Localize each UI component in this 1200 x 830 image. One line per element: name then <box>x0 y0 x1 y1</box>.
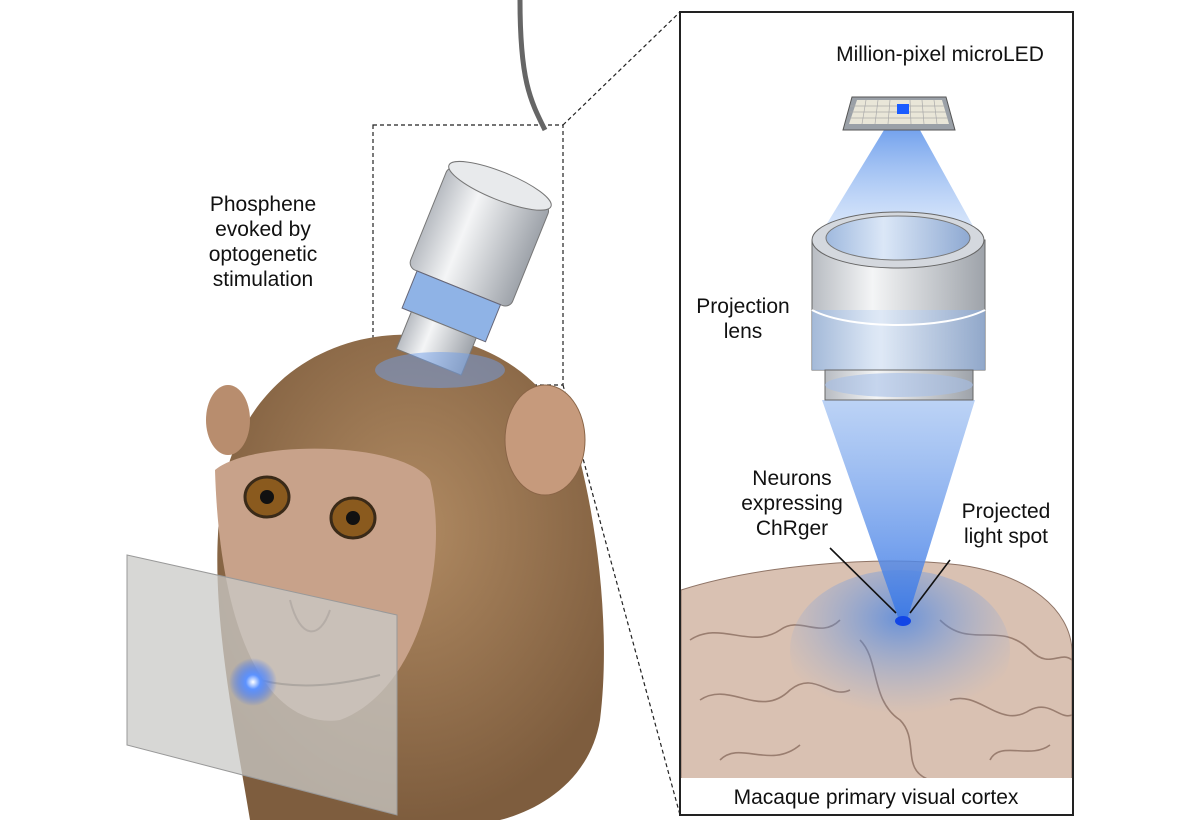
label-line: ChRger <box>755 517 829 540</box>
projected-light-spot <box>895 616 911 626</box>
microled-chip <box>842 96 956 131</box>
light-beam-upper <box>820 112 978 235</box>
cortex-illustration <box>681 560 1072 778</box>
label-line: expressing <box>741 492 843 515</box>
caption-bar <box>681 778 1072 814</box>
phosphene-spot <box>229 658 277 706</box>
phosphene-label: Phosphene evoked by optogenetic stimulat… <box>175 192 351 292</box>
label-line: optogenetic <box>208 243 318 266</box>
label-line: Phosphene <box>209 193 317 216</box>
label-line: stimulation <box>212 268 314 291</box>
label-line: evoked by <box>215 218 311 241</box>
optical-implant-device <box>375 0 552 388</box>
label-line: Projected <box>961 500 1051 523</box>
microled-label: Million-pixel microLED <box>836 43 1044 66</box>
projection-lens-label: Projection lens <box>683 294 803 344</box>
projection-lens <box>811 211 986 401</box>
label-line: Neurons <box>752 467 832 490</box>
panel-caption: Macaque primary visual cortex <box>733 786 1019 809</box>
zoom-indicator <box>372 11 681 816</box>
label-line: Projection <box>696 295 790 318</box>
light-spot-label: Projected light spot <box>946 499 1066 549</box>
light-beam-lower <box>822 400 975 620</box>
label-line: lens <box>723 320 763 343</box>
neurons-pointer <box>829 547 897 614</box>
label-line: light spot <box>963 525 1049 548</box>
spot-pointer <box>909 559 951 614</box>
display-screen <box>126 554 398 816</box>
neurons-label: Neurons expressing ChRger <box>727 466 857 541</box>
